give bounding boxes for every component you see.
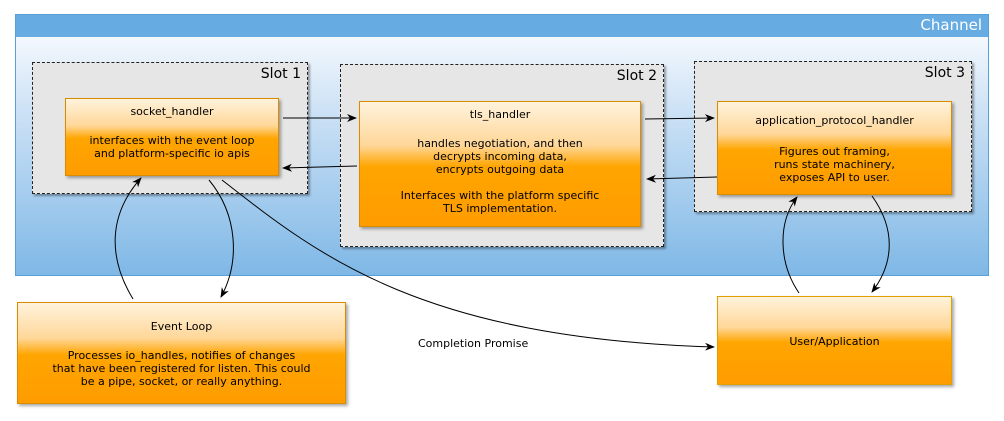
slot-2-title: Slot 2 — [616, 68, 657, 84]
arrow-tls-to-socket — [282, 163, 358, 172]
channel-header: Channel — [16, 15, 988, 37]
arrow-eventloop-to-socket — [114, 177, 142, 300]
tls-handler-node: tls_handler handles negotiation, and the… — [359, 101, 641, 227]
arrow-tls-to-app — [644, 114, 715, 123]
arrow-completion-promise — [221, 179, 715, 351]
socket-handler-body: interfaces with the event loop and platf… — [89, 134, 255, 160]
socket-handler-title: socket_handler — [130, 105, 214, 118]
completion-promise-label: Completion Promise — [418, 337, 529, 350]
event-loop-title: Event Loop — [150, 320, 213, 333]
arrow-user-to-app — [782, 196, 800, 294]
slot-1-title: Slot 1 — [260, 66, 301, 82]
slot-3-title: Slot 3 — [924, 65, 965, 81]
arrow-app-to-tls — [646, 174, 718, 183]
tls-handler-title: tls_handler — [469, 108, 531, 121]
event-loop-node: Event Loop Processes io_handles, notifie… — [17, 302, 346, 404]
application-protocol-handler-title: application_protocol_handler — [755, 114, 914, 127]
application-protocol-handler-node: application_protocol_handler Figures out… — [717, 101, 952, 195]
arrow-app-to-user — [871, 195, 890, 293]
arrow-socket-to-eventloop — [208, 179, 234, 298]
event-loop-body: Processes io_handles, notifies of change… — [52, 349, 311, 388]
user-application-node: User/Application — [717, 296, 952, 385]
user-application-title: User/Application — [789, 335, 880, 348]
socket-handler-node: socket_handler interfaces with the event… — [65, 98, 279, 176]
application-protocol-handler-body: Figures out framing, runs state machiner… — [774, 145, 895, 184]
channel-title: Channel — [920, 16, 982, 34]
tls-handler-body: handles negotiation, and then decrypts i… — [400, 137, 600, 215]
